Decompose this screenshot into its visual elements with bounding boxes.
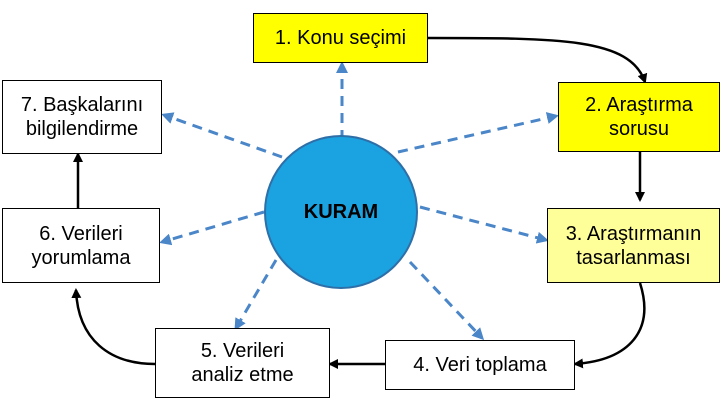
theory-arrow-to-7 <box>161 112 283 159</box>
theory-arrow-to-4 <box>408 260 485 341</box>
theory-label: KURAM <box>303 200 379 223</box>
step-3-research-design: 3. Araştırmanın tasarlanması <box>547 208 720 283</box>
step-1-topic-selection: 1. Konu seçimi <box>253 13 428 63</box>
theory-arrow-to-3 <box>419 205 549 244</box>
arrow-5-to-6 <box>71 288 156 366</box>
step-7-inform-others: 7. Başkalarını bilgilendirme <box>2 80 162 154</box>
theory-arrow-to-5 <box>234 259 278 331</box>
step-6-data-interpretation: 6. Verileri yorumlama <box>2 208 160 283</box>
theory-arrow-to-6 <box>159 210 265 246</box>
theory-circle <box>264 135 418 289</box>
step-2-research-question: 2. Araştırma sorusu <box>558 82 720 152</box>
step-4-data-collection: 4. Veri toplama <box>385 340 575 390</box>
arrow-1-to-2 <box>427 36 648 84</box>
step-5-data-analysis: 5. Verileri analiz etme <box>155 328 330 398</box>
theory-arrow-to-2 <box>397 112 559 154</box>
flow-arrows <box>71 36 648 369</box>
arrow-3-to-4 <box>573 282 646 369</box>
theory-arrows <box>159 61 559 341</box>
